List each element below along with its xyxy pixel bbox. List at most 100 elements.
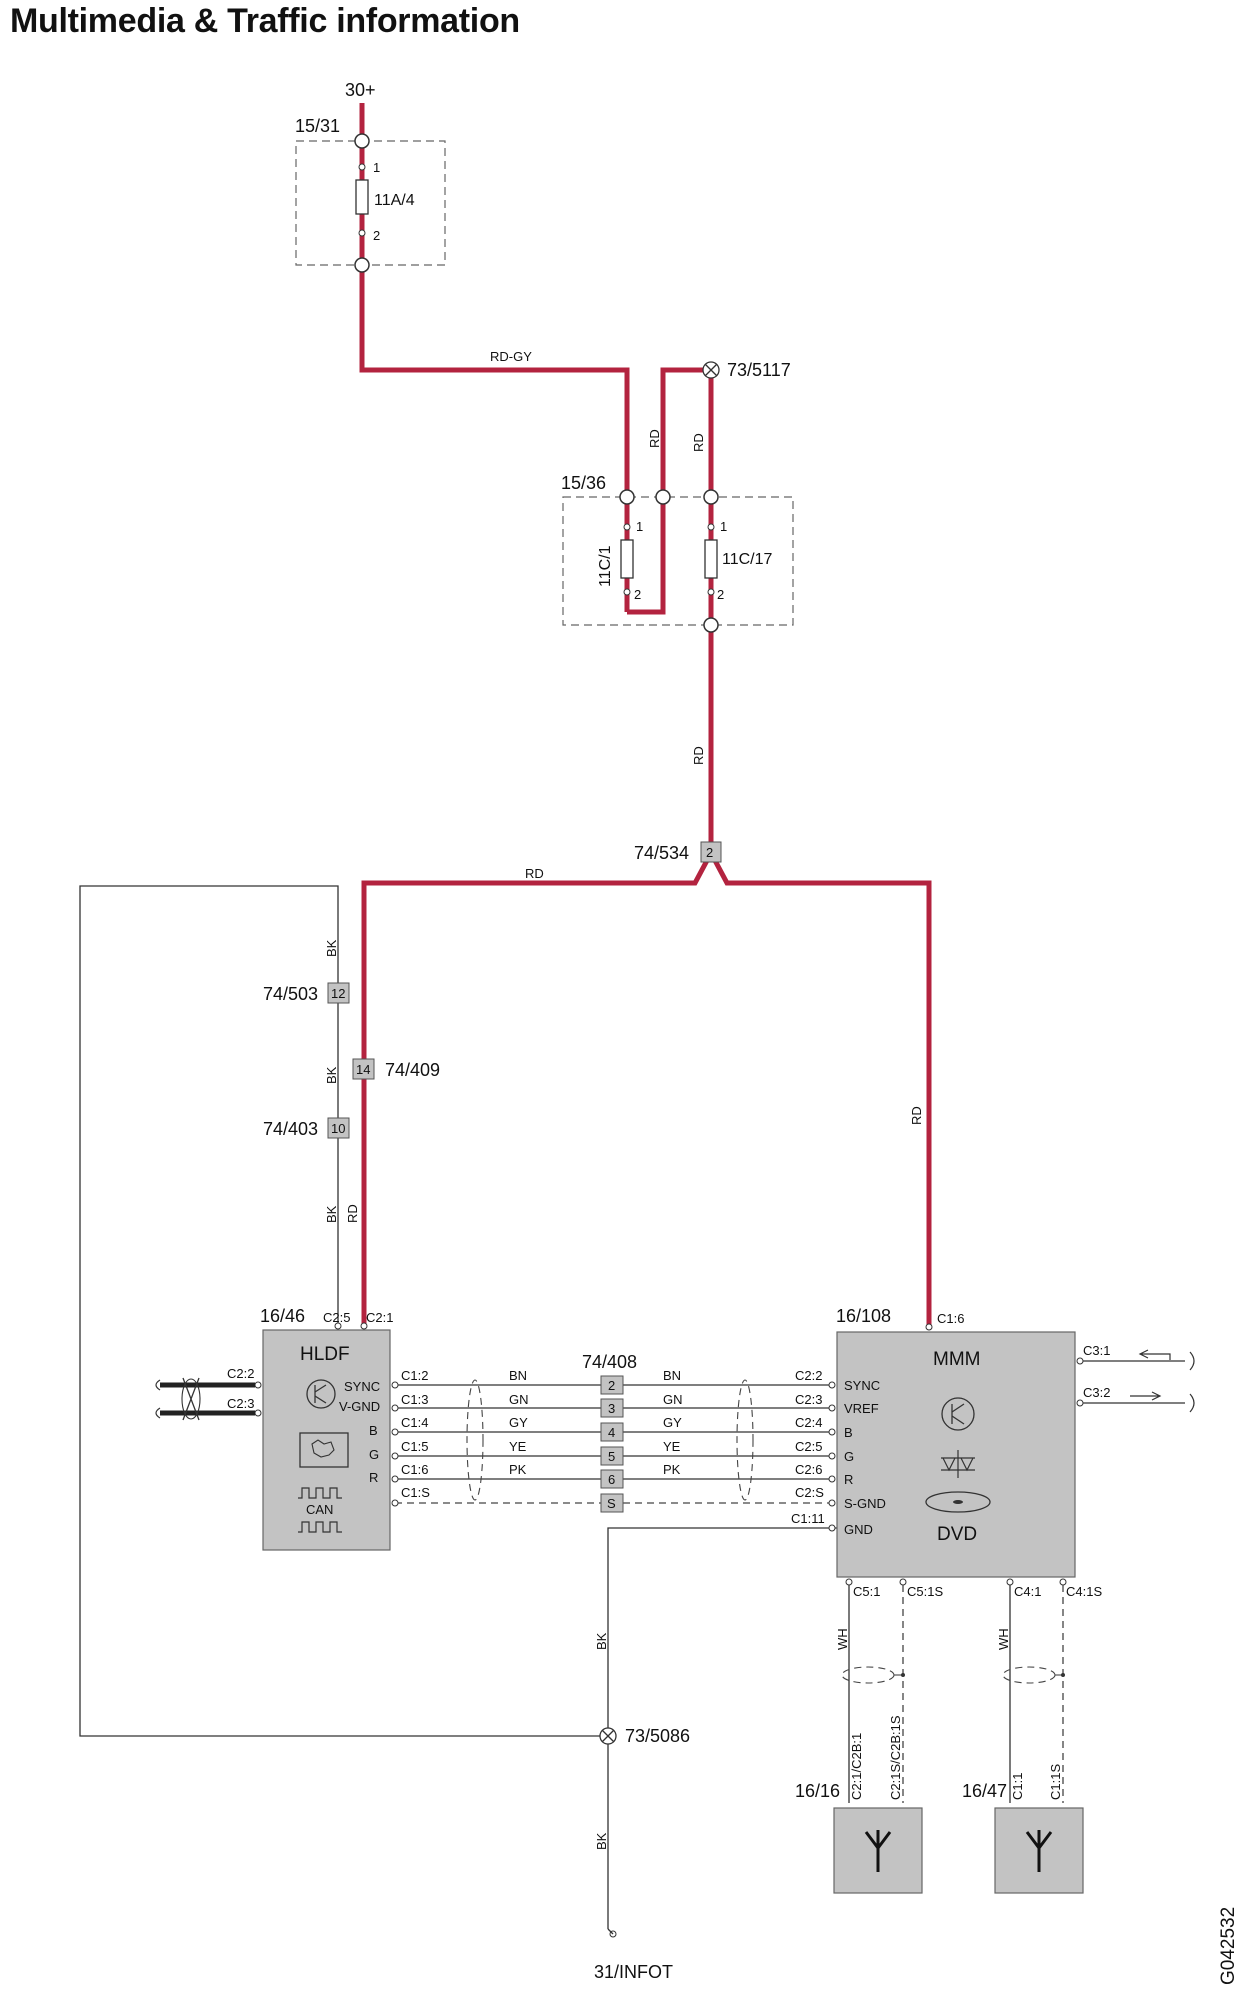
wire-color-label: RD <box>691 746 706 765</box>
svg-text:DVD: DVD <box>937 1524 977 1545</box>
svg-text:C2:2: C2:2 <box>795 1368 822 1383</box>
svg-text:2: 2 <box>634 587 641 602</box>
wire-color-label: BK <box>324 1066 339 1084</box>
fuse-label: 11C/17 <box>722 551 773 568</box>
svg-text:C2:2: C2:2 <box>227 1366 254 1381</box>
ground-point-73-5086: 73/5086 <box>599 1726 690 1746</box>
svg-text:6: 6 <box>608 1472 615 1487</box>
svg-text:74/534: 74/534 <box>634 843 689 863</box>
svg-text:S-GND: S-GND <box>844 1496 886 1511</box>
wire-color-label: BK <box>324 1205 339 1223</box>
svg-text:2: 2 <box>706 845 713 860</box>
svg-text:2: 2 <box>717 587 724 602</box>
connector-74-403: 10 74/403 <box>263 1117 350 1139</box>
svg-text:74/409: 74/409 <box>385 1060 440 1080</box>
signal-wire-colors-left: BN GN GY YE PK <box>509 1368 529 1477</box>
svg-text:VREF: VREF <box>844 1401 879 1416</box>
wire-color-label: BK <box>324 939 339 957</box>
svg-text:16/46: 16/46 <box>260 1306 305 1326</box>
svg-text:C1:1S: C1:1S <box>1048 1764 1063 1800</box>
fuse-label: 11C/1 <box>597 545 614 587</box>
svg-text:MMM: MMM <box>933 1349 980 1370</box>
wire-color-label: RD <box>345 1204 360 1223</box>
svg-text:C1:5: C1:5 <box>401 1439 428 1454</box>
wire-color-label: RD <box>525 866 544 881</box>
svg-text:SYNC: SYNC <box>344 1379 380 1394</box>
svg-text:73/5117: 73/5117 <box>727 360 791 380</box>
svg-text:CAN: CAN <box>306 1502 333 1517</box>
connector-74-408: 74/408 2 3 4 5 6 S <box>582 1352 637 1513</box>
transistor-icon <box>941 1397 975 1431</box>
svg-text:4: 4 <box>608 1425 615 1440</box>
antenna-cables <box>841 1585 1065 1803</box>
fuse-11c17-body <box>704 539 718 579</box>
svg-text:C2:1: C2:1 <box>366 1310 393 1325</box>
svg-text:C1:3: C1:3 <box>401 1392 428 1407</box>
svg-text:16/47: 16/47 <box>962 1781 1007 1801</box>
svg-text:BN: BN <box>509 1368 527 1383</box>
fuse-11a4-body <box>355 179 369 215</box>
svg-text:GN: GN <box>663 1392 683 1407</box>
page-title: Multimedia & Traffic information <box>10 2 520 40</box>
ground-point-73-5117: 73/5117 <box>702 360 791 380</box>
speaker-cable-icon <box>155 1377 255 1421</box>
wire-color-label: RD <box>647 429 662 448</box>
svg-text:2: 2 <box>373 228 380 243</box>
svg-text:GY: GY <box>509 1415 528 1430</box>
svg-text:GN: GN <box>509 1392 529 1407</box>
bk-wire-loop <box>79 885 837 1929</box>
svg-text:C2:1S/C2B:1S: C2:1S/C2B:1S <box>888 1715 903 1800</box>
antenna-icon <box>864 1830 892 1872</box>
svg-text:16/108: 16/108 <box>836 1306 891 1326</box>
svg-text:74/408: 74/408 <box>582 1352 637 1372</box>
processor-icon <box>299 1432 349 1468</box>
svg-text:C1:6: C1:6 <box>401 1462 428 1477</box>
svg-text:YE: YE <box>509 1439 527 1454</box>
svg-text:C2:3: C2:3 <box>795 1392 822 1407</box>
svg-text:YE: YE <box>663 1439 681 1454</box>
fuse-box-label: 15/31 <box>295 116 340 136</box>
svg-text:C1:11: C1:11 <box>791 1511 825 1526</box>
svg-text:C5:1: C5:1 <box>853 1584 880 1599</box>
fuse-box-15-31: 15/31 1 11A/4 2 <box>295 116 446 266</box>
svg-text:C2:4: C2:4 <box>795 1415 822 1430</box>
svg-text:C1:2: C1:2 <box>401 1368 428 1383</box>
power-wires <box>359 103 932 1325</box>
svg-text:C5:1S: C5:1S <box>907 1584 943 1599</box>
wire-color-label: WH <box>835 1628 850 1650</box>
antenna-icon <box>1025 1830 1053 1872</box>
wire-color-label: RD <box>909 1106 924 1125</box>
svg-text:C2:3: C2:3 <box>227 1396 254 1411</box>
mmm-module: 16/108 C1:6 MMM SYNC VREF B G R S-GND GN… <box>791 1306 1110 1599</box>
connector-74-503: 12 74/503 <box>263 982 350 1004</box>
svg-text:C4:1S: C4:1S <box>1066 1584 1102 1599</box>
svg-text:V-GND: V-GND <box>339 1399 380 1414</box>
svg-text:1: 1 <box>373 160 380 175</box>
svg-text:G: G <box>844 1449 854 1464</box>
can-bus-icon: CAN <box>298 1487 342 1533</box>
svg-text:5: 5 <box>608 1449 615 1464</box>
svg-text:C3:2: C3:2 <box>1083 1385 1110 1400</box>
output-arrows <box>1083 1349 1195 1413</box>
svg-text:S: S <box>607 1496 616 1511</box>
disc-icon <box>925 1491 991 1513</box>
svg-text:C2:5: C2:5 <box>795 1439 822 1454</box>
wire-color-label: RD <box>691 433 706 452</box>
svg-text:SYNC: SYNC <box>844 1378 880 1393</box>
svg-text:GY: GY <box>663 1415 682 1430</box>
antenna-module-16-47: 16/47 C1:1 C1:1S <box>962 1764 1084 1894</box>
svg-text:C2:5: C2:5 <box>323 1310 350 1325</box>
antenna-module-16-16: 16/16 C2:1/C2B:1 C2:1S/C2B:1S <box>795 1715 923 1894</box>
svg-text:74/503: 74/503 <box>263 984 318 1004</box>
hldf-module: 16/46 C2:5 C2:1 HLDF CAN SYNC V-GND B G … <box>227 1306 393 1551</box>
fuse-label: 11A/4 <box>374 192 415 209</box>
svg-text:HLDF: HLDF <box>300 1344 350 1365</box>
svg-text:GND: GND <box>844 1522 873 1537</box>
fuse-box-15-36: 15/36 11C/1 11C/17 1 2 1 2 <box>561 473 794 626</box>
svg-text:C1:4: C1:4 <box>401 1415 428 1430</box>
supply-label: 30+ <box>345 80 376 100</box>
signal-wire-colors-right: BN GN GY YE PK <box>663 1368 683 1477</box>
fuse-11c1-body <box>620 539 634 579</box>
svg-text:R: R <box>369 1470 378 1485</box>
